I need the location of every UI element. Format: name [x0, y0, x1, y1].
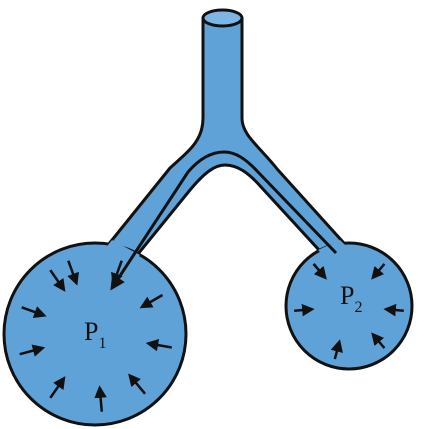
- label-p2-main: P: [340, 281, 354, 310]
- label-p1-sub: 1: [98, 335, 106, 352]
- label-p2-sub: 2: [354, 299, 362, 316]
- small-arrow-icon-3: [386, 309, 404, 311]
- airway-structure: [4, 10, 412, 425]
- small-arrow-icon-6: [294, 309, 312, 311]
- label-p1-main: P: [84, 317, 98, 346]
- trachea-opening: [203, 10, 242, 26]
